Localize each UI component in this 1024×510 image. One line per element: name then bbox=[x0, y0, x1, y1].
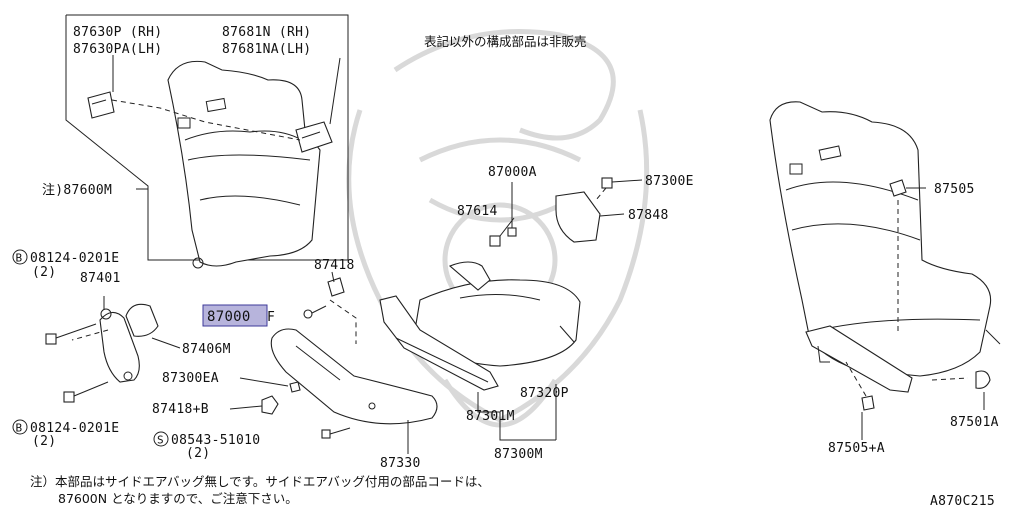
badge-b-upper: B bbox=[16, 252, 23, 265]
cover-87848[interactable] bbox=[555, 191, 601, 243]
leader-line bbox=[599, 213, 625, 217]
highlighted-part-box[interactable] bbox=[202, 304, 268, 327]
leader-dash bbox=[931, 377, 969, 381]
complete-seat-right[interactable] bbox=[769, 101, 1001, 393]
leader-dash bbox=[329, 299, 357, 344]
label-08124-lower[interactable]: 08124-0201E bbox=[30, 421, 119, 436]
bolt-87000F[interactable] bbox=[303, 305, 327, 319]
label-87681NA[interactable]: 87681NA(LH) bbox=[222, 42, 311, 57]
screw-08543[interactable] bbox=[321, 427, 351, 439]
label-08124-upper[interactable]: 08124-0201E bbox=[30, 251, 119, 266]
footnote-line1: 注）本部品はサイドエアバッグ無しです。サイドエアバッグ付用の部品コードは、 bbox=[30, 474, 490, 489]
seat-back-cover[interactable] bbox=[167, 60, 321, 269]
leader-line bbox=[239, 377, 289, 387]
label-87505A[interactable]: 87505+A bbox=[828, 441, 885, 456]
label-87000A[interactable]: 87000A bbox=[488, 165, 537, 180]
leader-line bbox=[499, 217, 515, 237]
bolt-87501A[interactable] bbox=[975, 370, 991, 389]
bolt-87614[interactable] bbox=[489, 227, 517, 247]
leader-line bbox=[329, 57, 341, 125]
label-87501A[interactable]: 87501A bbox=[950, 415, 999, 430]
leader-dash bbox=[845, 361, 867, 397]
label-87300EA[interactable]: 87300EA bbox=[162, 371, 219, 386]
screw-symbol-badge: S bbox=[153, 431, 169, 447]
label-87330[interactable]: 87330 bbox=[380, 456, 421, 471]
leader-dash bbox=[111, 99, 301, 141]
label-87300M[interactable]: 87300M bbox=[494, 447, 543, 462]
leader-line bbox=[331, 271, 335, 283]
knob-87418B[interactable] bbox=[261, 395, 279, 415]
label-87848[interactable]: 87848 bbox=[628, 208, 669, 223]
washer-87418[interactable] bbox=[327, 277, 345, 297]
leader-line bbox=[477, 392, 556, 441]
label-87630P[interactable]: 87630P (RH) bbox=[73, 25, 162, 40]
label-08543-qty: (2) bbox=[186, 446, 210, 461]
label-87301M[interactable]: 87301M bbox=[466, 409, 515, 424]
leader-line bbox=[229, 405, 263, 410]
bolt-symbol-badge: B bbox=[12, 249, 28, 265]
bolt-87300E[interactable] bbox=[601, 177, 613, 189]
label-87614[interactable]: 87614 bbox=[457, 204, 498, 219]
clip-87300EA[interactable] bbox=[289, 381, 301, 393]
bolt-symbol-badge: B bbox=[12, 419, 28, 435]
bolt-08124-upper[interactable] bbox=[45, 323, 97, 345]
label-87406M[interactable]: 87406M bbox=[182, 342, 231, 357]
bolt-08124-lower[interactable] bbox=[63, 381, 109, 403]
side-cover-87401[interactable] bbox=[99, 308, 140, 383]
label-08543[interactable]: 08543-51010 bbox=[171, 433, 260, 448]
header-note: 表記以外の構成部品は非販売 bbox=[424, 34, 587, 49]
diagram-code: A870C215 bbox=[930, 494, 995, 509]
seat-cover-inset bbox=[65, 14, 349, 261]
label-87505[interactable]: 87505 bbox=[934, 182, 975, 197]
label-87401[interactable]: 87401 bbox=[80, 271, 121, 286]
footnote-line2: 87600N となりますので、ご注意下さい。 bbox=[58, 491, 298, 506]
clip-87505A[interactable] bbox=[861, 395, 875, 411]
seat-bracket-87630P[interactable] bbox=[87, 91, 115, 119]
leader-line bbox=[151, 337, 181, 349]
label-87000F-box[interactable]: 87000 bbox=[207, 309, 251, 325]
label-87320P[interactable]: 87320P bbox=[520, 386, 569, 401]
label-08124-lower-qty: (2) bbox=[32, 434, 56, 449]
clip-87505[interactable] bbox=[889, 179, 907, 197]
seat-rail-cover-87330[interactable] bbox=[270, 328, 438, 425]
leader-dash bbox=[71, 329, 109, 341]
label-87418B[interactable]: 87418+B bbox=[152, 402, 209, 417]
label-87000F-suffix[interactable]: F bbox=[267, 310, 275, 325]
seat-frame-87300M[interactable] bbox=[379, 295, 575, 391]
cap-87406M[interactable] bbox=[125, 303, 159, 337]
leader-line bbox=[611, 179, 643, 183]
leader-dash bbox=[595, 187, 607, 201]
label-08124-upper-qty: (2) bbox=[32, 265, 56, 280]
label-87300E[interactable]: 87300E bbox=[645, 174, 694, 189]
bracket-87000A[interactable] bbox=[448, 261, 491, 291]
badge-b-lower: B bbox=[16, 422, 23, 435]
label-87681N[interactable]: 87681N (RH) bbox=[222, 25, 311, 40]
label-87600M[interactable]: 注)87600M bbox=[42, 183, 112, 198]
seat-bracket-87681N[interactable] bbox=[295, 121, 333, 153]
badge-s: S bbox=[157, 434, 164, 447]
label-87418[interactable]: 87418 bbox=[314, 258, 355, 273]
label-87630PA[interactable]: 87630PA(LH) bbox=[73, 42, 162, 57]
